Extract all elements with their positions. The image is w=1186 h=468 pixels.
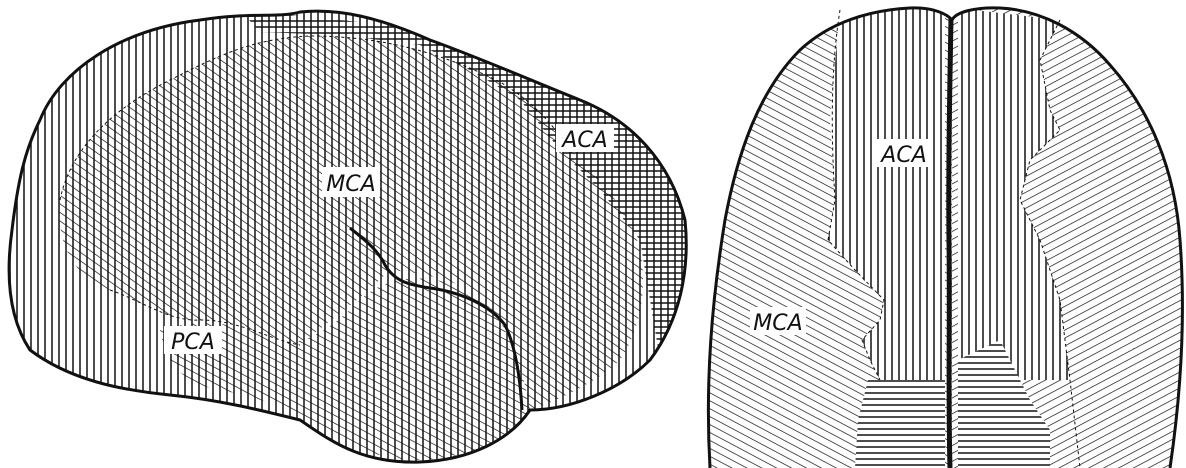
svg-text:MCA: MCA	[753, 311, 802, 336]
lateral-mca-label: MCA	[322, 167, 380, 197]
lateral-pca-label: PCA	[164, 326, 222, 355]
svg-text:PCA: PCA	[171, 330, 215, 355]
superior-mca-label: MCA	[750, 307, 806, 336]
svg-text:MCA: MCA	[326, 172, 375, 197]
lateral-brain-view: MCA ACA PCA	[0, 0, 700, 468]
superior-brain-view: ACA MCA	[700, 0, 1186, 468]
superior-aca-label: ACA	[876, 139, 932, 168]
longitudinal-fissure	[949, 18, 951, 468]
svg-text:ACA: ACA	[879, 143, 926, 168]
lateral-aca-label: ACA	[556, 124, 614, 153]
svg-text:ACA: ACA	[560, 128, 607, 153]
